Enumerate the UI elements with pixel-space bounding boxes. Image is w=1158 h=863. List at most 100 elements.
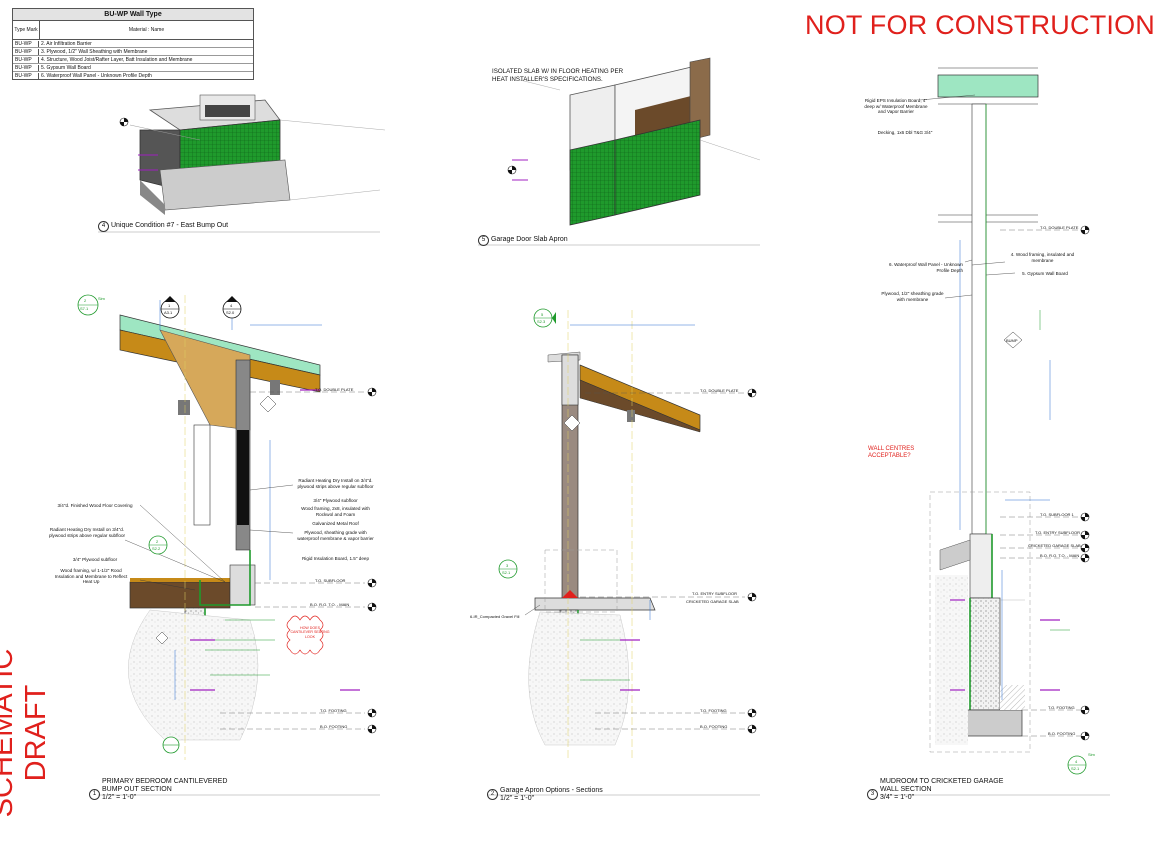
note-waterproof-panel: 6. Waterproof Wall Panel - Unknown Profi…	[889, 262, 963, 273]
callout-s11-top: 3	[506, 563, 509, 568]
note-subfloor: 3/4" Plywood subfloor	[313, 498, 358, 503]
callout-s23-bottom: S2.3	[537, 319, 546, 324]
view-1-title: PRIMARY BEDROOM CANTILEVERED BUMP OUT SE…	[102, 778, 227, 802]
view-5-note: ISOLATED SLAB W/ IN FLOOR HEATING PER HE…	[492, 68, 624, 83]
note-wood-frame-left: Wood framing, w/ 1-1/2" Rood Insulation …	[54, 568, 128, 585]
view-5-title-text: Garage Door Slab Apron	[490, 236, 568, 243]
row-material: 2. Air Infiltration Barrier	[41, 40, 92, 47]
section-1-drawing	[119, 295, 365, 760]
callout-bump-tag: BUMP	[1006, 338, 1018, 343]
row-material: 5. Gypsum Wall Board	[41, 64, 91, 71]
note-metal-roof: Galvanized Metal Roof	[312, 521, 359, 526]
row-material: 4. Structure, Wood Joist/Rafter Layer, B…	[41, 56, 193, 63]
level-footing-top-1: T.O. FOOTING	[320, 708, 347, 713]
note-wood-framing: 4. Wood framing, insulated and membrane	[1010, 252, 1075, 263]
callout-s71-bottom: S7.1	[80, 306, 89, 311]
view-4-isometric	[129, 94, 386, 215]
wall-type-table: BU-WP Wall Type Type Mark Material : Nam…	[12, 8, 254, 80]
callout-s71-tag: Sim	[98, 296, 105, 301]
row-material: 6. Waterproof Wall Panel - Unknown Profi…	[41, 72, 152, 79]
callout-s21-bottom: S2.1	[1071, 766, 1080, 771]
view-1-scale: 1/2" = 1'-0"	[102, 794, 137, 801]
note-plywood: Plywood, sheathing grade with waterproof…	[297, 530, 374, 541]
level-footing-bottom-1: B.O. FOOTING	[320, 724, 348, 729]
level-footing-bottom-3: B.O. FOOTING	[1048, 731, 1076, 736]
callout-s20-bottom: S2.0	[226, 310, 235, 315]
level-subfloor-1: T.O. SUBFLOOR	[315, 578, 346, 583]
callout-a31-top: 1	[168, 303, 171, 308]
view-5-isometric	[512, 57, 761, 226]
level-entry-subfloor-2: T.O. ENTRY SUBFLOOR	[692, 591, 737, 596]
level-bo-main-3: B.O. R.O. T.O. - MAIN	[1040, 553, 1080, 558]
view-5-title: 5 Garage Door Slab Apron	[478, 235, 568, 246]
callout-s22-bottom: S2.2	[152, 546, 161, 551]
level-footing-bottom-2: B.O. FOOTING	[700, 724, 728, 729]
view-3-scale: 3/4" = 1'-0"	[880, 794, 915, 801]
view-5-number: 5	[478, 235, 489, 246]
view-4-title-text: Unique Condition #7 - East Bump Out	[110, 222, 229, 229]
view-2-number: 2	[487, 789, 498, 800]
level-footing-top-3: T.O. FOOTING	[1048, 705, 1075, 710]
level-garage-slab-3: CRICKETED GARAGE SLAB	[1028, 543, 1081, 548]
callout-s71-top: 2	[84, 298, 87, 303]
view-4-number: 4	[98, 221, 109, 232]
wall-type-table-title: BU-WP Wall Type	[13, 9, 253, 21]
header-type-mark: Type Mark	[13, 21, 40, 39]
note-compacted-gravel: 6-IR_Compacted Gravel Fill	[470, 614, 520, 619]
row-mark: BU-WP	[13, 64, 39, 71]
view-3-number: 3	[867, 789, 878, 800]
callout-s22-top: 2	[156, 539, 159, 544]
view-1-title-line1: PRIMARY BEDROOM CANTILEVERED	[102, 778, 228, 785]
note-rigid-eps: Rigid EPS Insulation Board, 4" deep w/ W…	[864, 98, 928, 115]
view-3-title-line1: MUDROOM TO CRICKETED GARAGE	[880, 778, 1004, 785]
level-double-plate-1: T.O. DOUBLE PLATE	[315, 387, 354, 392]
level-footing-top-2: T.O. FOOTING	[700, 708, 727, 713]
callout-s23-top: 5	[541, 312, 544, 317]
note-radiant-top: Radiant Heating Dry Install on 3/4"d. pl…	[297, 478, 374, 489]
note-subfloor-left: 3/4" Plywood subfloor	[72, 557, 118, 562]
section-2-drawing	[524, 310, 745, 760]
note-plywood-3: Plywood, 1/2" sheathing grade with membr…	[881, 291, 944, 302]
section-3-drawing	[919, 67, 1080, 753]
row-mark: BU-WP	[13, 72, 39, 79]
callout-s21-tag: Sim	[1088, 752, 1095, 757]
note-rigid: Rigid Insulation Board, 1.5" deep	[301, 556, 369, 561]
view-1-number: 1	[89, 789, 100, 800]
schematic-draft-stamp: SCHEMATIC DRAFT	[0, 648, 52, 818]
wall-type-table-header: Type Mark Material : Name	[13, 21, 253, 40]
header-material: Material : Name	[128, 27, 165, 33]
view-2-title-text: Garage Apron Options - Sections	[500, 787, 603, 794]
callout-s20-top: 4	[230, 303, 233, 308]
not-for-construction-stamp: NOT FOR CONSTRUCTION	[805, 10, 1155, 40]
level-markers	[119, 117, 1090, 741]
level-entry-subfloor-3: T.O. ENTRY SUBFLOOR	[1035, 530, 1080, 535]
view-2-title: Garage Apron Options - Sections 1/2" = 1…	[500, 787, 603, 803]
row-material: 3. Plywood, 1/2" Wall Sheathing with Mem…	[41, 48, 148, 55]
view-3-title-line2: WALL SECTION	[880, 786, 932, 793]
callout-bubbles	[77, 294, 1087, 775]
note-radiant-left: Radiant Heating Dry Install on 3/4"d. pl…	[48, 527, 126, 538]
level-double-plate-2: T.O. DOUBLE PLATE	[700, 388, 739, 393]
note-wall-centres: WALL CENTRES ACCEPTABLE?	[868, 446, 915, 459]
view-4-title: 4 Unique Condition #7 - East Bump Out	[98, 221, 228, 232]
view-2-scale: 1/2" = 1'-0"	[500, 795, 535, 802]
note-finished-floor: 3/4"d. Finished Wood Floor Covering	[57, 503, 133, 508]
level-double-plate-3: T.O. DOUBLE PLATE	[1040, 225, 1079, 230]
callout-s21-top: 4	[1075, 759, 1078, 764]
note-framing: Wood framing, 2x8, insulated with Rockwo…	[301, 506, 370, 517]
view-3-title: MUDROOM TO CRICKETED GARAGE WALL SECTION…	[880, 778, 1003, 802]
level-garage-slab-2: CRICKETED GARAGE SLAB	[686, 599, 739, 604]
callout-a31-bottom: A3.1	[164, 310, 173, 315]
row-mark: BU-WP	[13, 48, 39, 55]
row-mark: BU-WP	[13, 56, 39, 63]
level-bo-main-1: B.O. R.O. T.O. - MAIN	[310, 602, 350, 607]
note-decking: Decking, 1x6 Dbl T&G 3/4"	[877, 130, 933, 135]
note-gypsum: 5. Gypsum Wall Board	[1022, 271, 1068, 276]
row-mark: BU-WP	[13, 40, 39, 47]
